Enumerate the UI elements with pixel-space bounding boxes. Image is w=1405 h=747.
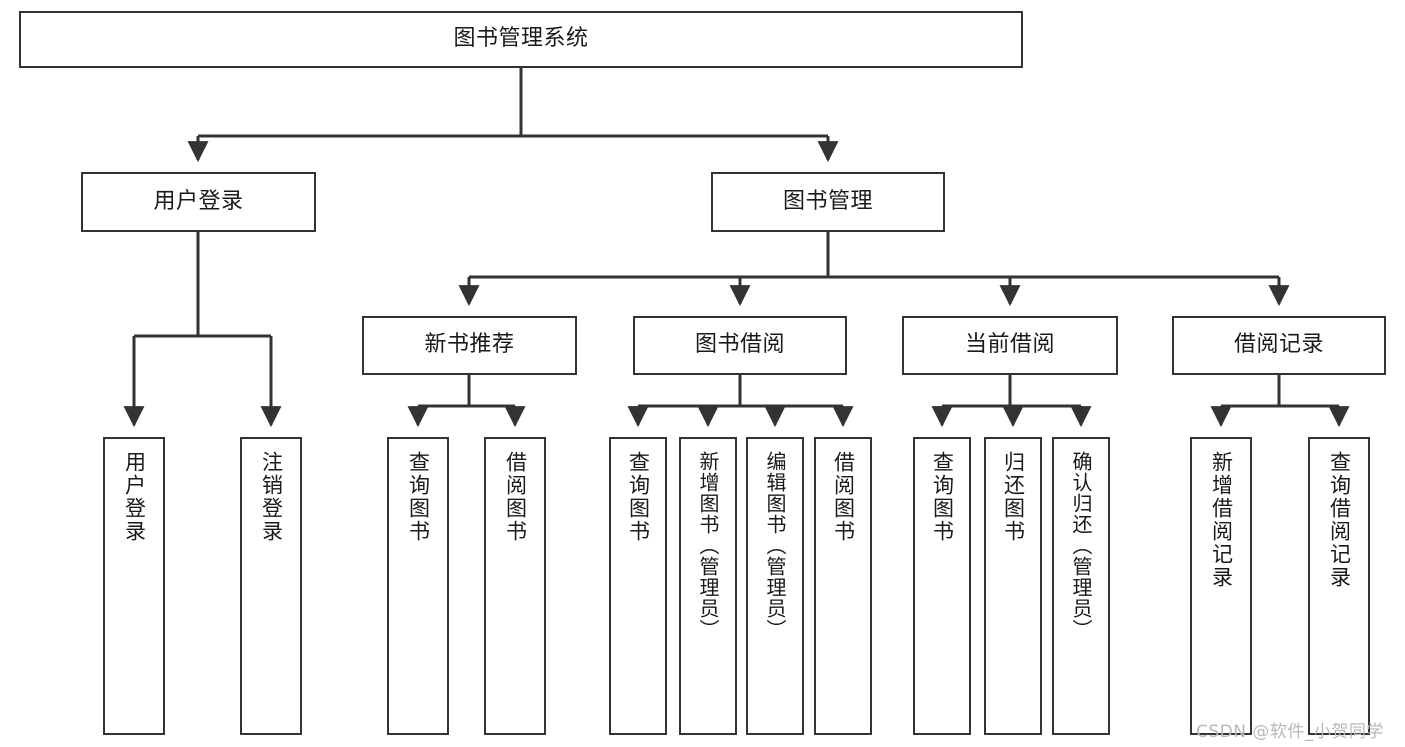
node-leaf-add-book-label: 新增图书（管理员）	[696, 451, 720, 640]
node-leaf-add-record-label: 新增借阅记录	[1209, 451, 1234, 589]
node-leaf-user-logout[interactable]: 注销登录	[240, 437, 302, 735]
node-leaf-add-book[interactable]: 新增图书（管理员）	[679, 437, 737, 735]
node-leaf-user-logout-label: 注销登录	[259, 451, 284, 543]
node-leaf-borrow-book-2-label: 借阅图书	[831, 451, 856, 543]
node-leaf-query-record[interactable]: 查询借阅记录	[1308, 437, 1370, 735]
node-book-borrow-label: 图书借阅	[694, 332, 785, 358]
node-book-borrow[interactable]: 图书借阅	[633, 316, 847, 375]
node-new-book-recommend[interactable]: 新书推荐	[362, 316, 577, 375]
node-leaf-user-login[interactable]: 用户登录	[103, 437, 165, 735]
node-current-borrow[interactable]: 当前借阅	[902, 316, 1118, 375]
node-leaf-return-book[interactable]: 归还图书	[984, 437, 1042, 735]
node-borrow-record[interactable]: 借阅记录	[1172, 316, 1386, 375]
node-book-manage[interactable]: 图书管理	[711, 172, 945, 232]
node-leaf-confirm-return[interactable]: 确认归还（管理员）	[1052, 437, 1110, 735]
node-user-login-label: 用户登录	[153, 188, 244, 214]
node-leaf-query-book-1-label: 查询图书	[406, 451, 431, 543]
node-leaf-borrow-book-2[interactable]: 借阅图书	[814, 437, 872, 735]
node-book-manage-label: 图书管理	[782, 188, 873, 214]
node-leaf-return-book-label: 归还图书	[1001, 451, 1026, 543]
node-user-login[interactable]: 用户登录	[81, 172, 316, 232]
node-root[interactable]: 图书管理系统	[19, 11, 1023, 68]
node-borrow-record-label: 借阅记录	[1233, 332, 1324, 358]
node-leaf-query-book-2[interactable]: 查询图书	[609, 437, 667, 735]
node-root-label: 图书管理系统	[453, 26, 589, 52]
node-leaf-borrow-book-1[interactable]: 借阅图书	[484, 437, 546, 735]
node-leaf-borrow-book-1-label: 借阅图书	[503, 451, 528, 543]
node-leaf-edit-book-label: 编辑图书（管理员）	[763, 451, 787, 640]
node-leaf-query-book-1[interactable]: 查询图书	[387, 437, 449, 735]
node-leaf-confirm-return-label: 确认归还（管理员）	[1069, 451, 1093, 640]
node-leaf-user-login-label: 用户登录	[122, 451, 147, 543]
node-leaf-edit-book[interactable]: 编辑图书（管理员）	[746, 437, 804, 735]
node-new-book-recommend-label: 新书推荐	[424, 332, 515, 358]
node-leaf-query-book-3[interactable]: 查询图书	[913, 437, 971, 735]
node-current-borrow-label: 当前借阅	[964, 332, 1055, 358]
node-leaf-query-book-3-label: 查询图书	[930, 451, 955, 543]
node-leaf-query-record-label: 查询借阅记录	[1327, 451, 1352, 589]
node-leaf-add-record[interactable]: 新增借阅记录	[1190, 437, 1252, 735]
node-leaf-query-book-2-label: 查询图书	[626, 451, 651, 543]
csdn-watermark: CSDN @软件_小贺同学	[1196, 722, 1384, 742]
